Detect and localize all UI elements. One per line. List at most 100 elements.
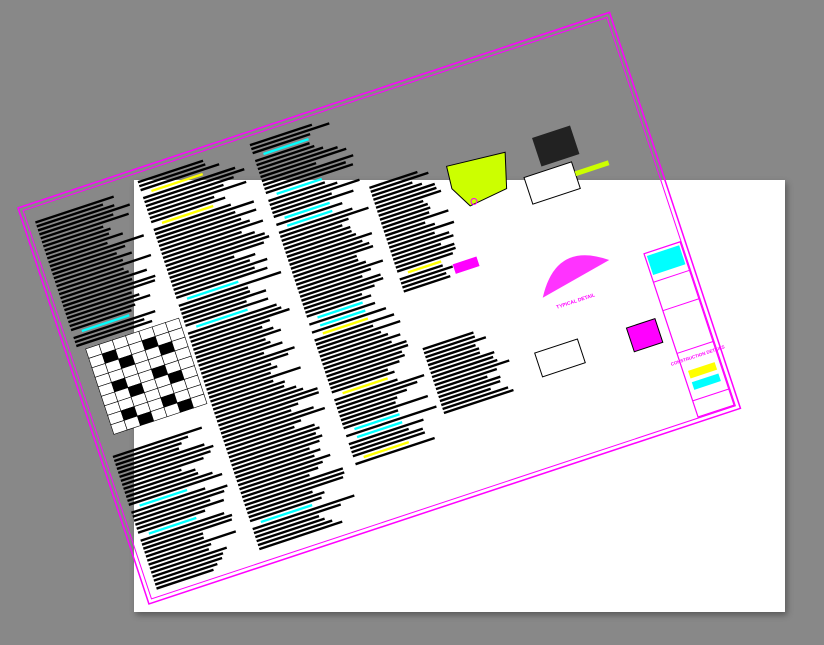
text-line [407, 260, 442, 274]
text-line [430, 351, 495, 375]
text-line [303, 284, 375, 310]
text-line [379, 202, 429, 221]
text-line [174, 266, 256, 296]
title-block-title: CONSTRUCTION DETAILS [670, 344, 725, 366]
text-line [237, 453, 331, 487]
text-line [224, 419, 302, 447]
text-line [249, 496, 322, 523]
text-line [161, 219, 264, 256]
text-line [276, 202, 343, 227]
text-line [236, 454, 315, 483]
text-line [299, 274, 363, 298]
text-line [373, 182, 423, 201]
text-line [211, 380, 286, 407]
text-line [165, 232, 266, 268]
text-line [124, 468, 196, 494]
text-line [216, 387, 318, 423]
text-line [331, 370, 395, 394]
text-line [207, 371, 272, 395]
text-line [258, 520, 343, 551]
text-line [376, 189, 442, 213]
text-line [287, 232, 373, 262]
text-line [425, 336, 487, 359]
text-line [195, 328, 282, 359]
text-line [272, 192, 333, 215]
text-line [268, 181, 326, 203]
text-line [138, 163, 206, 188]
text-line [443, 388, 514, 415]
text-line [282, 224, 343, 247]
text-line [302, 276, 384, 306]
text-line [132, 484, 228, 518]
text-line [142, 518, 233, 550]
text-line [157, 208, 257, 244]
yellow-pipe [574, 160, 610, 177]
text-line [145, 175, 235, 208]
text-line [186, 280, 239, 300]
text-line [158, 217, 242, 248]
text-line [374, 182, 436, 205]
text-line [46, 232, 124, 260]
text-line [276, 177, 323, 196]
text-line [206, 365, 278, 391]
text-line [57, 267, 125, 292]
text-line [354, 413, 400, 431]
text-line [181, 290, 251, 315]
text-line [144, 532, 204, 554]
text-line [142, 166, 236, 200]
text-line [146, 530, 237, 562]
text-line [112, 426, 203, 459]
sheet-border-inner [22, 16, 737, 600]
text-line [400, 265, 454, 285]
text-line [291, 244, 374, 274]
text-line [60, 268, 148, 300]
text-line [179, 286, 249, 311]
text-line [170, 252, 256, 284]
text-line [317, 301, 364, 319]
text-line [218, 391, 320, 427]
text-line [148, 516, 197, 535]
text-line [42, 225, 104, 248]
text-line [144, 168, 245, 204]
equipment-outline [534, 338, 586, 378]
text-line [396, 252, 454, 273]
text-line [263, 137, 309, 156]
text-line [61, 277, 133, 304]
text-line [223, 406, 326, 443]
text-line [250, 122, 330, 151]
text-line [352, 431, 426, 458]
text-line [66, 293, 140, 320]
text-line [319, 309, 366, 327]
text-line [70, 309, 132, 332]
text-line [154, 200, 255, 236]
text-line [48, 241, 108, 264]
text-line [49, 234, 145, 268]
text-line [58, 270, 130, 296]
text-line [427, 347, 480, 367]
text-line [198, 340, 271, 367]
text-line [196, 337, 266, 363]
text-line [308, 301, 376, 326]
text-line [270, 178, 360, 211]
text-line [370, 171, 429, 193]
text-line [233, 447, 310, 475]
text-line [74, 318, 145, 344]
sheet-border-outer [17, 11, 742, 605]
text-line [41, 212, 130, 244]
text-line [166, 235, 270, 272]
text-line [289, 239, 363, 266]
text-line [128, 472, 223, 506]
text-line [153, 203, 232, 232]
text-line [199, 341, 283, 371]
text-line [264, 161, 347, 191]
text-line [431, 355, 494, 379]
text-line [297, 259, 384, 290]
text-line [214, 385, 297, 415]
text-line [253, 503, 342, 535]
text-line [318, 330, 382, 354]
text-line [324, 343, 409, 374]
text-line [241, 473, 310, 499]
text-line [149, 195, 215, 220]
text-line [56, 253, 152, 288]
